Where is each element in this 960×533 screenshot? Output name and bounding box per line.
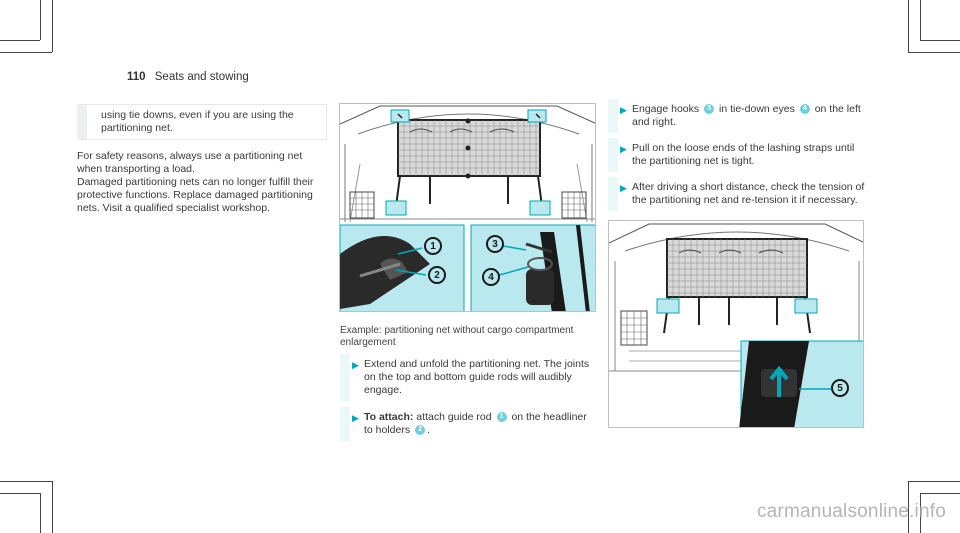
- figure-lashing-straps: 5: [608, 220, 864, 428]
- callout-2: 2: [428, 266, 446, 284]
- crop-mark: [920, 493, 921, 533]
- step-engage-hooks: ▶ Engage hooks 3 in tie-down eyes 4 on t…: [608, 99, 866, 133]
- step-check-tension: ▶ After driving a short distance, check …: [608, 177, 866, 211]
- crop-mark: [0, 481, 52, 482]
- step-text: After driving a short distance, check th…: [632, 181, 865, 206]
- page-header: 110 Seats and stowing: [127, 71, 249, 83]
- steps-column-2: ▶ Extend and unfold the partitioning net…: [340, 354, 596, 446]
- step-pull-straps: ▶ Pull on the loose ends of the lashing …: [608, 138, 866, 172]
- watermark: carmanualsonline.info: [756, 501, 946, 522]
- crop-mark: [908, 481, 909, 533]
- step-text: .: [427, 424, 430, 436]
- step-arrow-icon: ▶: [620, 105, 627, 115]
- crop-mark: [908, 0, 909, 52]
- paragraph-safety: For safety reasons, always use a partiti…: [77, 150, 303, 175]
- figure-2-illustration: [609, 223, 863, 427]
- inline-callout-4: 4: [799, 104, 810, 115]
- crop-mark: [52, 0, 53, 52]
- page-number: 110: [127, 71, 146, 83]
- step-arrow-icon: ▶: [620, 144, 627, 154]
- figure-partitioning-net: 1 2 3 4: [339, 103, 596, 312]
- crop-mark: [52, 481, 53, 533]
- section-title: Seats and stowing: [154, 71, 249, 83]
- paragraph-damaged: Damaged partitioning nets can no longer …: [77, 176, 314, 214]
- step-arrow-icon: ▶: [620, 183, 627, 193]
- step-text: Extend and unfold the partitioning net. …: [364, 358, 590, 396]
- callout-1: 1: [424, 237, 442, 255]
- inline-callout-2: 2: [415, 425, 426, 436]
- crop-mark: [908, 52, 960, 53]
- step-text: attach guide rod: [413, 411, 495, 423]
- column-1: using tie downs, even if you are using t…: [77, 104, 327, 215]
- callout-5: 5: [831, 379, 849, 397]
- figure-1-illustration: [340, 105, 595, 311]
- crop-mark: [920, 40, 960, 41]
- crop-mark: [40, 493, 41, 533]
- crop-mark: [0, 493, 40, 494]
- step-text: on the left and right.: [632, 103, 861, 128]
- crop-mark: [40, 0, 41, 40]
- step-extend: ▶ Extend and unfold the partitioning net…: [340, 354, 596, 401]
- note-text: using tie downs, even if you are using t…: [101, 109, 294, 134]
- callout-4: 4: [482, 268, 500, 286]
- steps-column-3: ▶ Engage hooks 3 in tie-down eyes 4 on t…: [608, 99, 866, 216]
- step-arrow-icon: ▶: [352, 413, 359, 423]
- crop-mark: [908, 481, 960, 482]
- crop-mark: [920, 0, 921, 40]
- figure-caption: Example: partitioning net without cargo …: [340, 325, 574, 348]
- warning-note: using tie downs, even if you are using t…: [77, 104, 327, 140]
- crop-mark: [0, 52, 52, 53]
- step-text: Pull on the loose ends of the lashing st…: [632, 142, 855, 167]
- callout-3: 3: [486, 235, 504, 253]
- step-bold-label: To attach:: [364, 411, 414, 423]
- inline-callout-3: 3: [704, 104, 715, 115]
- crop-mark: [0, 40, 40, 41]
- inline-callout-1: 1: [496, 412, 507, 423]
- step-arrow-icon: ▶: [352, 360, 359, 370]
- step-text: in tie-down eyes: [716, 103, 798, 115]
- step-attach: ▶ To attach: attach guide rod 1 on the h…: [340, 407, 596, 441]
- step-text: Engage hooks: [632, 103, 703, 115]
- step-text: on the headliner to holders: [364, 411, 587, 436]
- crop-mark: [920, 493, 960, 494]
